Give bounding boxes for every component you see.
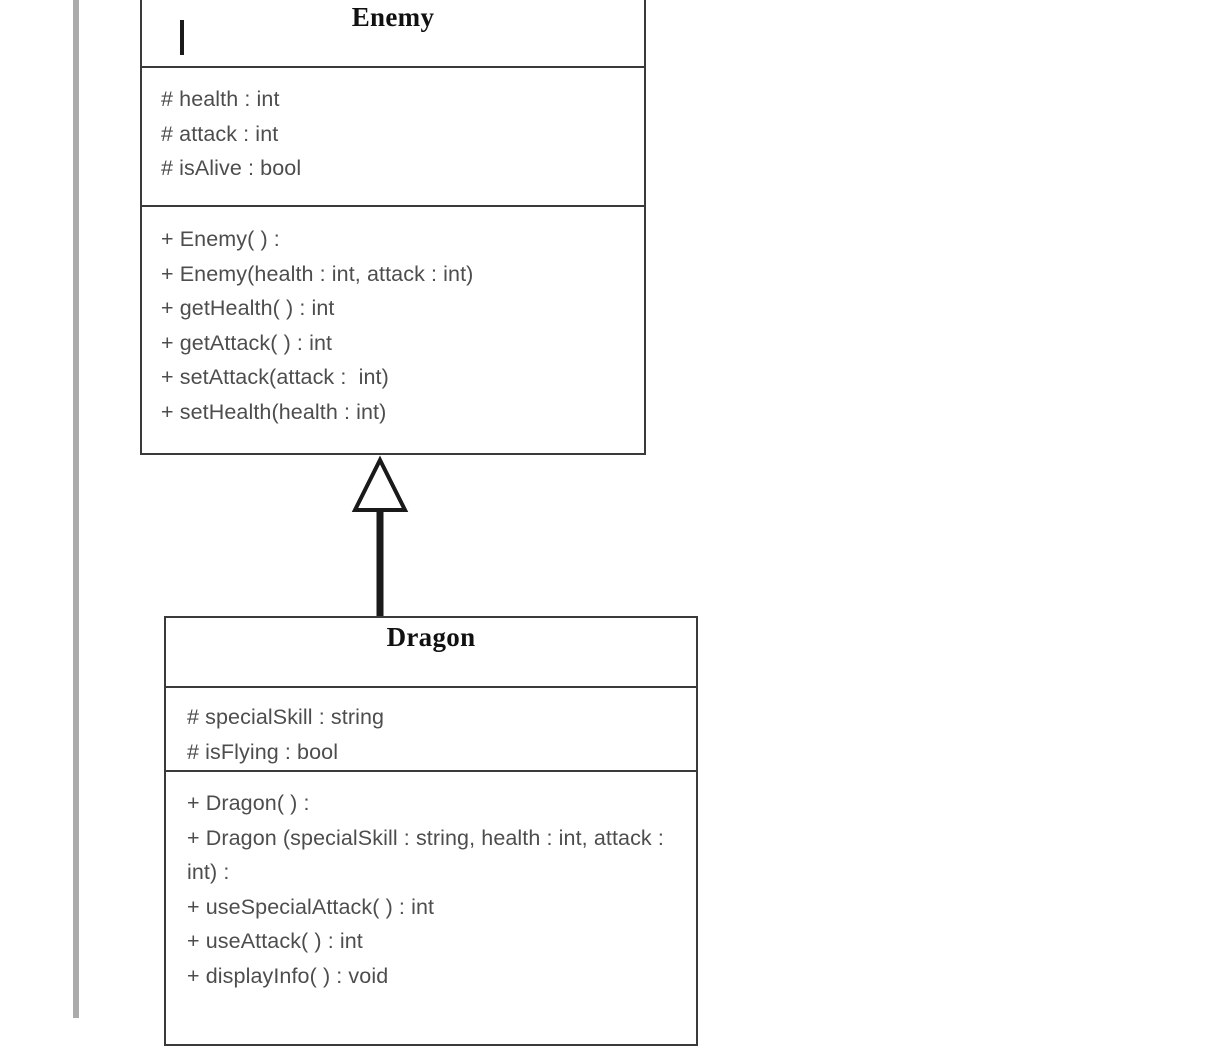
dragon-attributes-compartment[interactable]: # specialSkill : string # isFlying : boo… <box>166 686 696 770</box>
method-row: + Dragon (specialSkill : string, health … <box>187 825 671 885</box>
inheritance-arrow-icon <box>351 455 409 618</box>
dragon-methods-compartment[interactable]: + Dragon( ) : + Dragon (specialSkill : s… <box>166 770 696 1050</box>
method-row: + Dragon( ) : <box>187 791 310 815</box>
document-canvas: Enemy # health : int # attack : int # is… <box>73 0 698 1046</box>
enemy-class-name: Enemy <box>351 2 435 32</box>
method-row: + Enemy(health : int, attack : int) <box>161 261 474 286</box>
method-row: + setHealth(health : int) <box>161 399 387 424</box>
dragon-class-name: Dragon <box>386 622 476 652</box>
uml-class-dragon[interactable]: Dragon # specialSkill : string # isFlyin… <box>164 616 698 1046</box>
text-caret <box>180 20 184 55</box>
enemy-methods-compartment[interactable]: + Enemy( ) : + Enemy(health : int, attac… <box>142 205 644 455</box>
attribute-row: # attack : int <box>161 121 279 146</box>
page-margin-guide <box>73 0 79 1018</box>
enemy-attributes-compartment[interactable]: # health : int # attack : int # isAlive … <box>142 66 644 205</box>
method-row: + getAttack( ) : int <box>161 330 333 355</box>
generalization-connector[interactable] <box>344 455 416 619</box>
method-row: + useSpecialAttack( ) : int <box>187 894 435 919</box>
attribute-row: # specialSkill : string <box>187 705 385 729</box>
enemy-title-compartment[interactable]: Enemy <box>142 2 644 66</box>
method-row: + Enemy( ) : <box>161 227 280 251</box>
attribute-row: # isAlive : bool <box>161 156 302 180</box>
attribute-row: # health : int <box>161 87 280 111</box>
uml-class-enemy[interactable]: Enemy # health : int # attack : int # is… <box>140 0 646 455</box>
dragon-title-compartment[interactable]: Dragon <box>166 622 696 686</box>
method-row: + getHealth( ) : int <box>161 296 335 320</box>
method-row: + useAttack( ) : int <box>187 929 363 953</box>
method-row: + setAttack(attack : int) <box>161 365 389 389</box>
method-row: + displayInfo( ) : void <box>187 963 389 988</box>
attribute-row: # isFlying : bool <box>187 739 339 764</box>
